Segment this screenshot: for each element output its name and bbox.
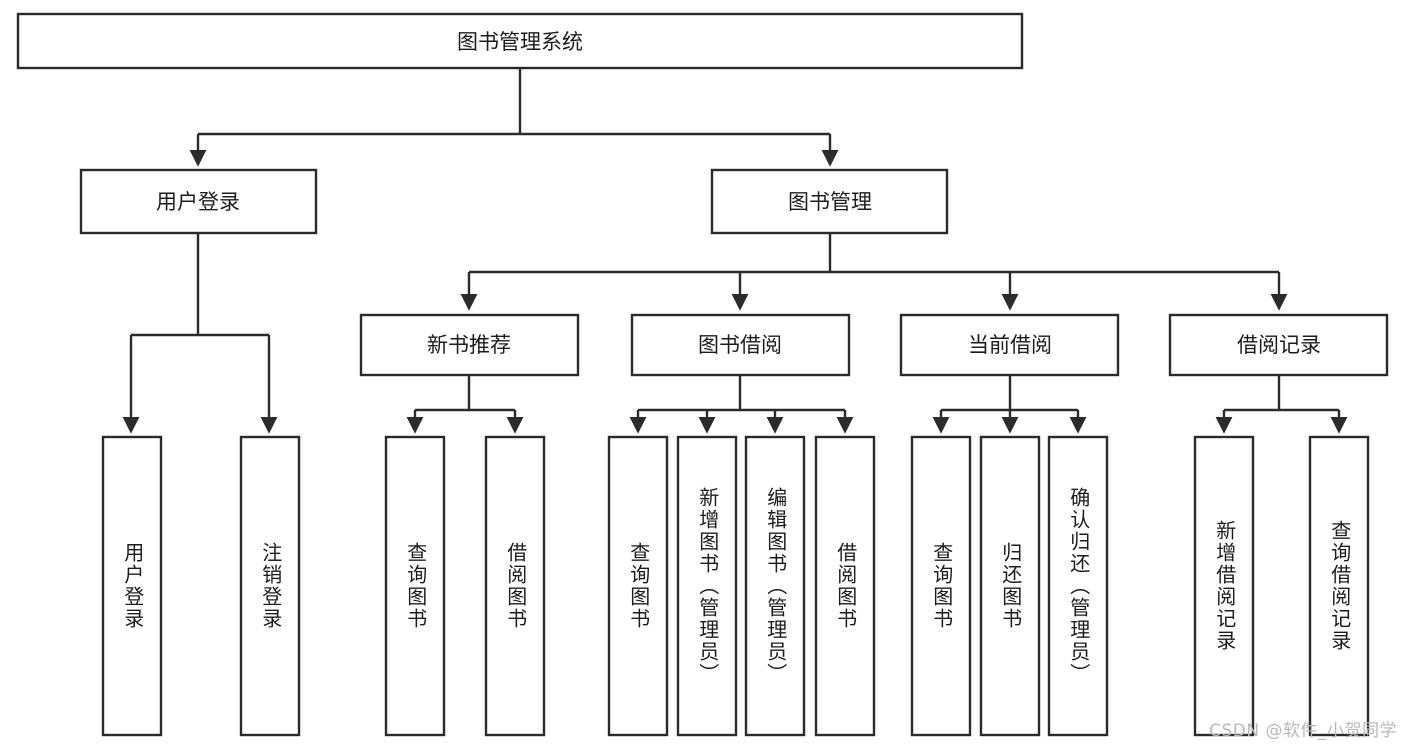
node-book-borrow[interactable]: 图书借阅 xyxy=(630,313,851,377)
node-book-manage-label: 图书管理 xyxy=(788,190,872,214)
connector-new-book-to-leaves xyxy=(406,375,524,434)
leaf-current-borrow-confirm[interactable] xyxy=(1047,435,1109,737)
node-root-system[interactable]: 图书管理系统 xyxy=(16,12,1024,70)
leaf-book-borrow-borrow[interactable] xyxy=(814,435,876,737)
connector-book-borrow-to-leaves xyxy=(629,375,854,434)
csdn-watermark: CSDN @软件_小贺同学 xyxy=(1209,721,1397,741)
node-new-book-recommend-label: 新书推荐 xyxy=(427,333,511,357)
connector-root-to-level2 xyxy=(189,68,839,167)
leaf-book-borrow-query[interactable] xyxy=(607,435,669,737)
leaf-book-borrow-add[interactable] xyxy=(676,435,738,737)
connector-current-borrow-to-leaves xyxy=(932,375,1087,434)
leaf-borrow-record-query[interactable] xyxy=(1308,435,1370,737)
leaf-new-book-borrow[interactable] xyxy=(484,435,546,737)
node-book-manage[interactable]: 图书管理 xyxy=(710,168,949,235)
node-current-borrow[interactable]: 当前借阅 xyxy=(899,313,1120,377)
leaf-user-login-logout[interactable] xyxy=(239,435,301,737)
leaf-current-borrow-query[interactable] xyxy=(910,435,972,737)
node-new-book-recommend[interactable]: 新书推荐 xyxy=(359,313,580,377)
node-user-login-label: 用户登录 xyxy=(156,190,240,214)
connector-borrow-record-to-leaves xyxy=(1215,375,1348,434)
node-current-borrow-label: 当前借阅 xyxy=(968,333,1052,357)
connector-book-manage-to-level3 xyxy=(460,233,1288,311)
node-book-borrow-label: 图书借阅 xyxy=(698,333,782,357)
leaf-current-borrow-return[interactable] xyxy=(979,435,1041,737)
node-root-system-label: 图书管理系统 xyxy=(457,30,583,54)
leaf-borrow-record-add[interactable] xyxy=(1193,435,1255,737)
node-user-login[interactable]: 用户登录 xyxy=(79,168,318,235)
node-borrow-record[interactable]: 借阅记录 xyxy=(1168,313,1389,377)
leaf-new-book-query[interactable] xyxy=(384,435,446,737)
leaf-book-borrow-edit[interactable] xyxy=(744,435,806,737)
connector-user-login-to-leaves xyxy=(122,233,278,434)
leaf-user-login-login[interactable] xyxy=(101,435,163,737)
node-borrow-record-label: 借阅记录 xyxy=(1237,333,1321,357)
